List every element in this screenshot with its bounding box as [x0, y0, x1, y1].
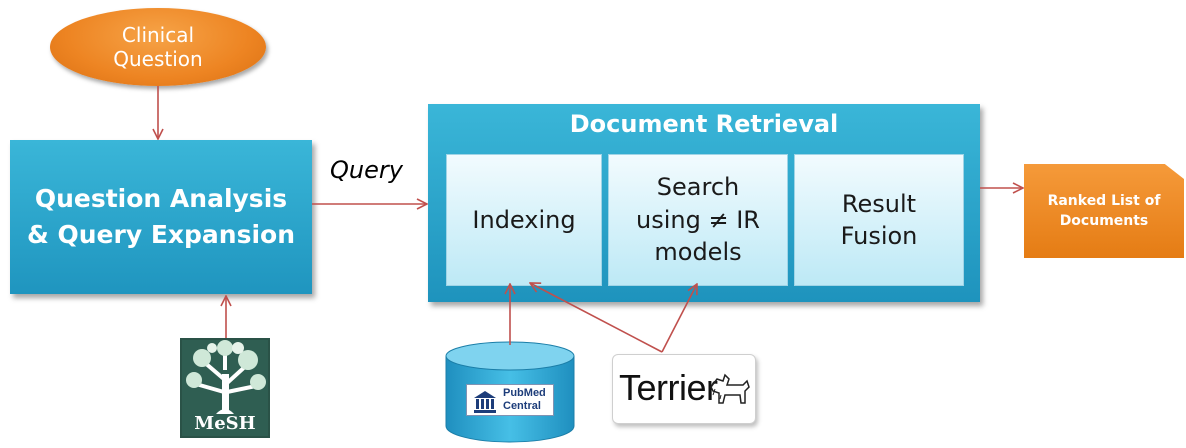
document-retrieval-title: Document Retrieval	[569, 110, 839, 138]
search-node: Search using ≠ IR models	[608, 154, 788, 286]
ranked-list-node: Ranked List of Documents	[1024, 164, 1184, 258]
clinical-question-label: Clinical Question	[113, 23, 203, 71]
terrier-logo-text: Terrier	[619, 367, 718, 408]
terrier-dog-icon	[710, 373, 750, 404]
question-analysis-node: Question Analysis & Query Expansion	[10, 140, 312, 294]
search-label: Search using ≠ IR models	[636, 173, 760, 267]
document-retrieval-container: Document Retrieval Indexing Search using…	[428, 104, 980, 302]
pubmed-central-badge: PubMed Central	[466, 384, 554, 416]
mesh-logo-text: MeSH	[194, 413, 256, 434]
indexing-node: Indexing	[446, 154, 602, 286]
tree-icon	[186, 340, 266, 414]
result-fusion-label: Result Fusion	[840, 189, 918, 250]
clinical-question-node: Clinical Question	[50, 8, 266, 86]
query-label: Query	[330, 156, 403, 184]
result-fusion-node: Result Fusion	[794, 154, 964, 286]
question-analysis-label: Question Analysis & Query Expansion	[26, 183, 296, 249]
indexing-label: Indexing	[472, 205, 576, 234]
mesh-logo: MeSH	[180, 338, 270, 438]
pubmed-central-database: PubMed Central	[440, 340, 580, 446]
pubmed-central-text: PubMed Central	[503, 387, 546, 412]
building-icon	[474, 391, 496, 413]
terrier-logo: Terrier	[612, 354, 756, 424]
ranked-list-label: Ranked List of Documents	[1047, 192, 1161, 229]
